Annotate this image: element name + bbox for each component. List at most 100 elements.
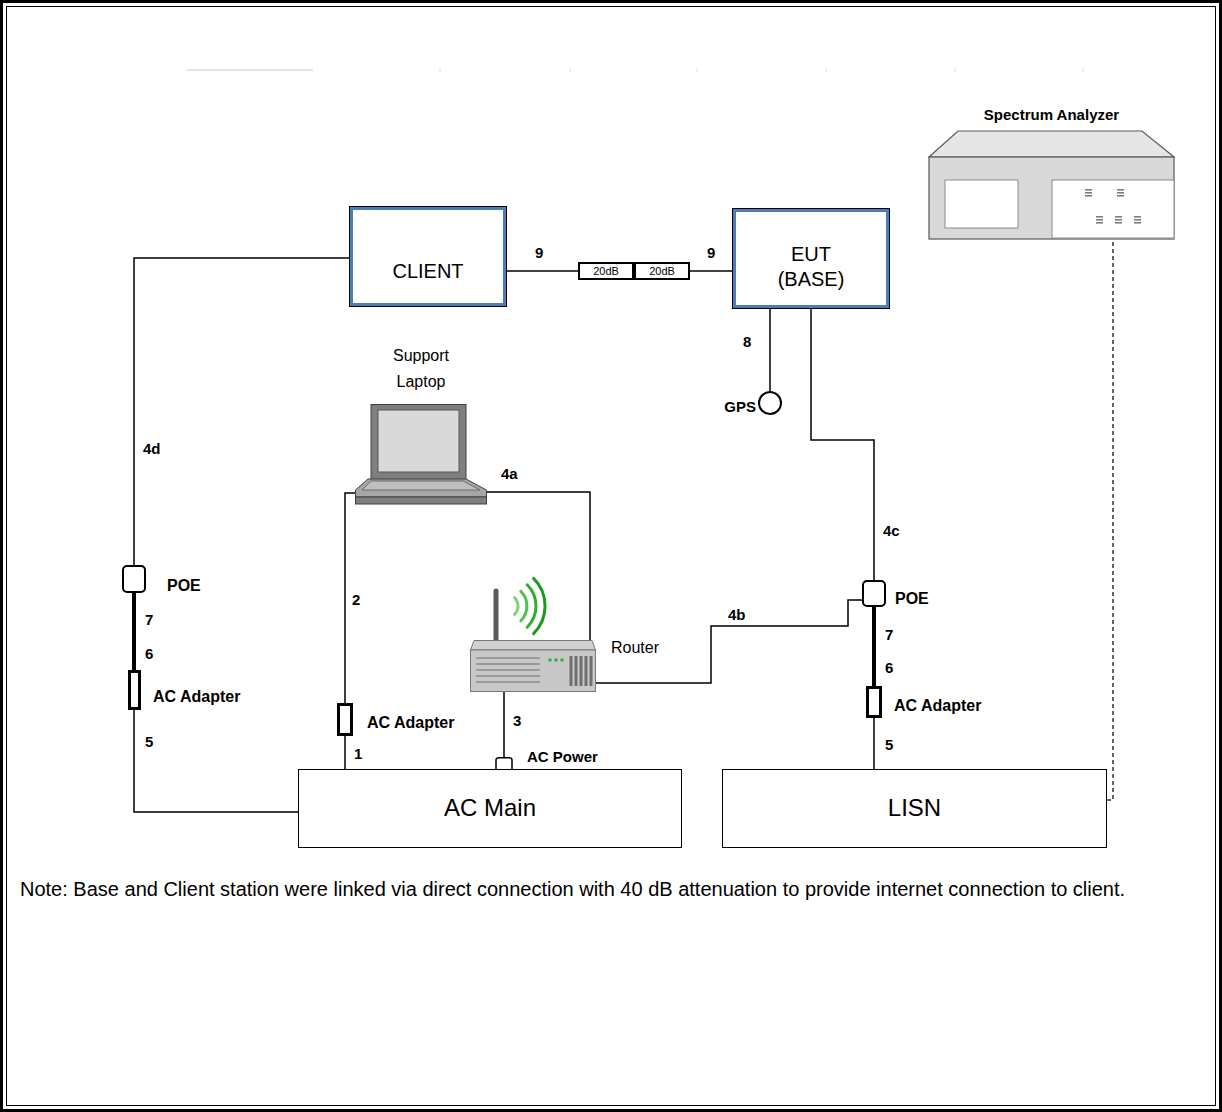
wifi-wave	[527, 585, 536, 627]
device-label: AC Adapter	[894, 696, 981, 715]
cable-line	[690, 270, 733, 272]
faint-rule	[187, 70, 313, 71]
callout-number: 7	[144, 611, 154, 628]
analyzer-top	[929, 131, 1174, 157]
device-label: AC Adapter	[153, 687, 240, 706]
device-label: POE	[895, 589, 929, 608]
laptop-keyboard	[362, 481, 480, 490]
panel-key	[1085, 195, 1092, 197]
router-vent	[580, 656, 583, 686]
callout-number: 6	[884, 659, 894, 676]
router-stripe	[476, 681, 540, 683]
plug-drawing	[494, 757, 514, 769]
panel-key	[1117, 192, 1124, 194]
faint-tick	[1083, 68, 1084, 72]
device-label: GPS	[714, 398, 756, 416]
router-vent	[570, 656, 573, 686]
cable-line	[873, 718, 875, 769]
callout-number: 5	[144, 733, 154, 750]
cable-line	[344, 736, 346, 769]
laptop-screen	[378, 410, 459, 472]
cable-line	[134, 258, 350, 565]
analyzer-body	[929, 157, 1174, 239]
faint-tick	[955, 68, 956, 72]
router-stripe	[476, 657, 540, 659]
support-laptop: Support Laptop	[355, 404, 487, 505]
router-led	[560, 658, 564, 662]
router-led	[554, 658, 558, 662]
panel-key	[1096, 222, 1103, 224]
cable-line	[872, 607, 876, 686]
panel-key	[1117, 195, 1124, 197]
figure-note: Note: Base and Client station were linke…	[20, 877, 1210, 901]
laptop-lid	[371, 405, 466, 480]
cable-line	[811, 308, 874, 580]
faint-tick	[440, 68, 441, 72]
wifi-wave	[534, 578, 545, 633]
attenuator-value: 20dB	[649, 266, 675, 277]
faint-ticks	[440, 68, 1083, 72]
laptop-drawing	[355, 404, 487, 505]
laptop-base	[356, 479, 487, 497]
device-label: POE	[167, 576, 201, 595]
panel-key	[1115, 222, 1122, 224]
device-label: Router	[611, 638, 659, 657]
callout-number: 5	[884, 736, 894, 753]
cable-line	[769, 308, 771, 391]
ac-adapter: AC Adapter	[337, 703, 353, 736]
panel-key	[1096, 219, 1103, 221]
router-stripe	[476, 663, 540, 665]
cable-line	[134, 710, 298, 812]
spectrum-analyzer: Spectrum Analyzer	[928, 130, 1175, 240]
router-stripe	[476, 669, 540, 671]
device-label: AC Adapter	[367, 713, 454, 732]
callout-number: 6	[144, 645, 154, 662]
panel-key	[1134, 216, 1141, 218]
attenuator-box: 20dB	[634, 262, 690, 280]
device-label: Support Laptop	[381, 343, 461, 395]
panel-key	[1134, 222, 1141, 224]
gps-antenna: GPS	[758, 391, 782, 415]
box-label: AC Main	[444, 794, 536, 823]
client-station-box: CLIENT	[350, 207, 506, 306]
callout-number: 8	[742, 333, 752, 350]
attenuator-value: 20dB	[593, 266, 619, 277]
wifi-wave	[521, 591, 527, 621]
callout-number: 4d	[142, 440, 162, 457]
panel-key	[1085, 189, 1092, 191]
plug-outline	[496, 758, 512, 769]
laptop-front	[356, 497, 487, 504]
faint-tick	[697, 68, 698, 72]
router-vent	[575, 656, 578, 686]
callout-number: 4a	[500, 465, 519, 482]
wifi-waves	[515, 578, 546, 633]
router: Router	[470, 640, 596, 692]
cable-line	[506, 270, 578, 272]
analyzer-drawing	[928, 130, 1175, 240]
cable-line	[132, 593, 136, 670]
callout-number: 2	[351, 591, 361, 608]
router-drawing	[470, 640, 596, 692]
box-label: CLIENT	[392, 259, 463, 283]
callout-number: 9	[706, 244, 716, 261]
callout-number: 9	[534, 244, 544, 261]
wifi-wave	[515, 598, 519, 615]
panel-key	[1134, 219, 1141, 221]
ac-adapter: AC Adapter	[128, 670, 141, 710]
box-label: LISN	[888, 794, 941, 823]
attenuator-box: 20dB	[578, 262, 634, 280]
lisn-box: LISN	[722, 769, 1107, 848]
eut-base-box: EUT (BASE)	[733, 209, 889, 308]
poe-injector: POE	[122, 565, 146, 593]
panel-key	[1115, 219, 1122, 221]
panel-key	[1096, 216, 1103, 218]
callout-number: 1	[353, 745, 363, 762]
router-stripe	[476, 675, 540, 677]
dashed-cable	[1107, 240, 1113, 800]
cable-line	[596, 600, 862, 683]
panel-key	[1117, 189, 1124, 191]
router-led	[548, 658, 552, 662]
device-label: Spectrum Analyzer	[928, 106, 1175, 124]
connector-group	[134, 240, 1113, 812]
